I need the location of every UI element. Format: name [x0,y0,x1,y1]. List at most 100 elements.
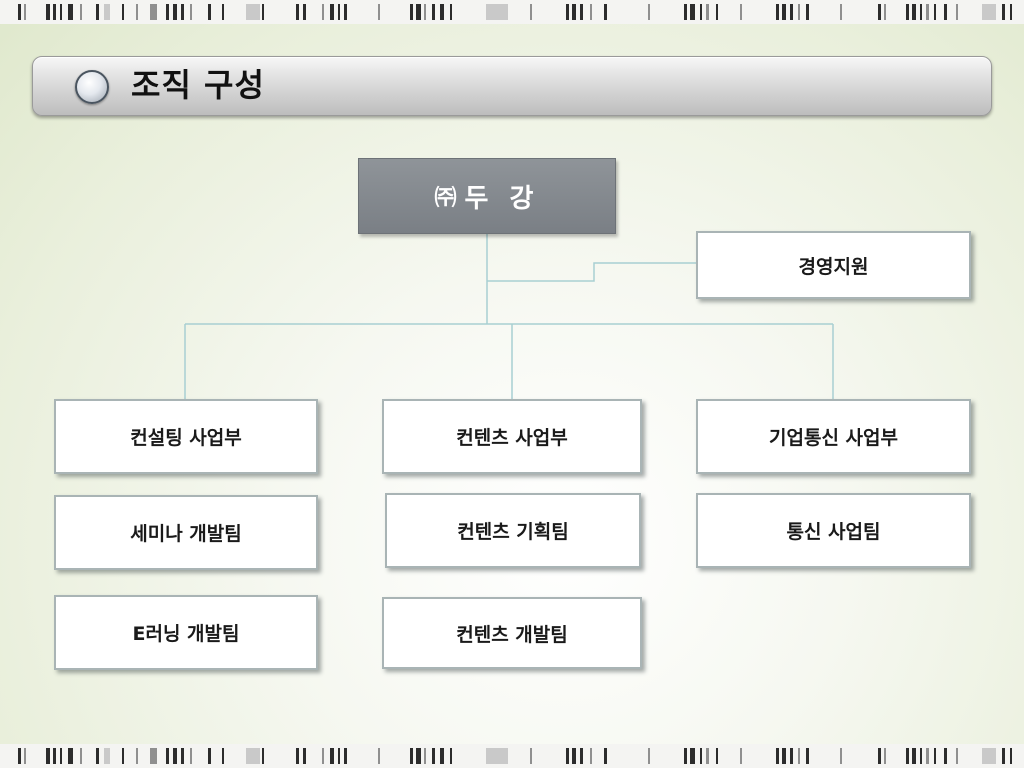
stripe [344,748,347,764]
stripe [173,4,177,20]
stripe [776,4,779,20]
stripe [338,4,340,20]
stripe [96,748,99,764]
stripe [806,748,809,764]
stripe [590,4,592,20]
stripe [956,4,958,20]
connector-support [487,262,697,282]
stripe [222,4,224,20]
stripe [782,748,786,764]
stripe [982,4,996,20]
stripe [150,4,157,20]
stripe [330,748,334,764]
stripe [18,748,21,764]
team-telecom-business: 통신 사업팀 [696,493,971,568]
stripe [18,4,21,20]
stripe [566,4,569,20]
stripe [926,4,929,20]
stripe [934,4,936,20]
stripe [1010,4,1012,20]
stripe [246,748,260,764]
stripe [424,748,426,764]
stripe [790,748,793,764]
stripe [806,4,809,20]
stripe [208,4,211,20]
stripe [378,4,380,20]
stripe [432,748,435,764]
stripe [906,4,909,20]
stripe [912,4,916,20]
stripe [181,748,184,764]
stripe [190,748,192,764]
stripe [68,4,73,20]
stripe [566,748,569,764]
title-bullet-icon [75,70,109,104]
stripe [46,4,50,20]
stripe [208,748,211,764]
stripe [648,748,650,764]
stripe [790,4,793,20]
stripe [684,4,687,20]
stripe [450,4,452,20]
stripe [136,4,138,20]
stripe [96,4,99,20]
stripe [378,748,380,764]
stripe [440,748,444,764]
stripe [944,4,947,20]
stripe [80,748,82,764]
division-contents: 컨텐츠 사업부 [382,399,642,474]
division-telecom: 기업통신 사업부 [696,399,971,474]
stripe [920,748,922,764]
stripe [580,4,583,20]
stripe [684,748,687,764]
stripe [740,4,742,20]
stripe [344,4,347,20]
stripe [440,4,444,20]
stripe [530,4,532,20]
stripe [486,4,508,20]
stripe [46,748,50,764]
stripe [262,748,264,764]
stripe [104,748,110,764]
team-contents-dev: 컨텐츠 개발팀 [382,597,642,669]
division-consulting: 컨설팅 사업부 [54,399,318,474]
stripe [798,748,800,764]
stripe [530,748,532,764]
stripe [926,748,929,764]
stripe [222,748,224,764]
stripe [878,748,881,764]
stripe [920,4,922,20]
stripe [80,4,82,20]
stripe [303,4,306,20]
stripe [424,4,426,20]
stripe [604,4,607,20]
company-name: 두 강 [464,183,540,214]
stripe [166,748,169,764]
stripe [330,4,334,20]
stripe [884,748,886,764]
stripe [410,4,413,20]
stripe [303,748,306,764]
stripe [884,4,886,20]
stripe [68,748,73,764]
bottom-stripe-bar [0,744,1024,768]
stripe [648,4,650,20]
stripe [572,4,576,20]
top-stripe-bar [0,0,1024,24]
stripe [1010,748,1012,764]
stripe [296,4,299,20]
stripe [700,748,702,764]
stripe [246,4,260,20]
stripe [24,4,26,20]
stripe [432,4,435,20]
stripe [572,748,576,764]
slide-title: 조직 구성 [131,66,265,104]
stripe [580,748,583,764]
stripe [322,4,324,20]
stripe [840,748,842,764]
stripe [776,748,779,764]
stripe [956,748,958,764]
stripe [906,748,909,764]
stripe [690,4,695,20]
